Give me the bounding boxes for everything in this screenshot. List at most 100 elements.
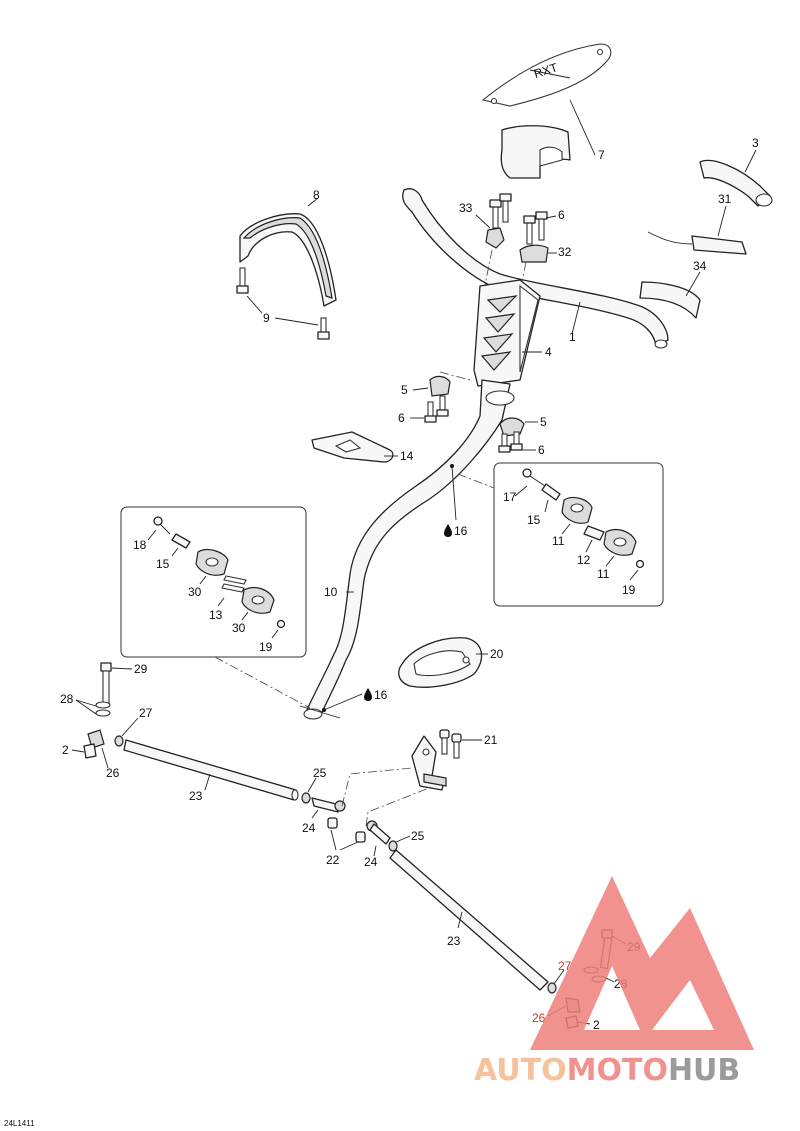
callout-16b: 16 <box>374 688 388 702</box>
callout-22: 22 <box>326 853 340 867</box>
leader-7 <box>569 99 596 156</box>
part-bearing-block-11-lower <box>603 529 637 556</box>
part-shim-13 <box>221 575 247 593</box>
alignment-line <box>341 767 413 807</box>
leader-9b <box>274 317 319 326</box>
leader-2a <box>71 749 85 753</box>
leader-19b <box>629 569 639 581</box>
callout-24a: 24 <box>302 821 316 835</box>
part-handlebar-pad <box>500 125 571 179</box>
leader-24a <box>311 809 319 819</box>
leader-30b <box>241 611 249 621</box>
callout-8: 8 <box>313 188 320 202</box>
callout-16a: 16 <box>454 524 468 538</box>
leader-22 <box>339 841 359 851</box>
leader-27b <box>553 969 565 985</box>
part-tie-rod-right <box>389 849 549 991</box>
part-nut-19-right <box>635 559 645 569</box>
callout-23a: 23 <box>189 789 203 803</box>
callout-27a: 27 <box>139 706 153 720</box>
callout-1: 1 <box>569 330 576 344</box>
leader-13 <box>217 597 225 607</box>
part-bearing-block-30-upper <box>195 548 229 576</box>
callout-7: 7 <box>598 148 605 162</box>
callout-6c: 6 <box>538 443 545 457</box>
callout-29a: 29 <box>134 662 148 676</box>
watermark-hub: HUB <box>668 1053 740 1088</box>
alignment-line <box>214 656 311 709</box>
part-tie-rod-left <box>123 739 299 801</box>
leader-17 <box>514 485 528 497</box>
callout-17: 17 <box>503 490 517 504</box>
callout-28a: 28 <box>60 692 74 706</box>
leader-9a <box>246 295 263 314</box>
alignment-line <box>457 473 495 489</box>
callout-30a: 30 <box>188 585 202 599</box>
automotohub-watermark: AUTOMOTOHUB <box>474 876 754 1088</box>
callout-19a: 19 <box>259 640 273 654</box>
leader-1 <box>571 301 581 335</box>
callout-34: 34 <box>693 259 707 273</box>
leader-31 <box>717 205 727 237</box>
callout-15b: 15 <box>527 513 541 527</box>
svg-text:AUTOMOTOHUB: AUTOMOTOHUB <box>474 1053 740 1088</box>
part-column-plate <box>311 431 394 463</box>
leader-18 <box>147 529 157 541</box>
part-handlebar-cover-plate: RXT <box>481 43 612 107</box>
leader-25b <box>395 835 411 843</box>
part-spacers-22 <box>327 817 366 843</box>
callout-23b: 23 <box>447 934 461 948</box>
callout-5a: 5 <box>401 383 408 397</box>
part-bolts-6-left <box>424 395 449 423</box>
part-bolt-9-right <box>317 317 330 340</box>
callout-31: 31 <box>718 192 732 206</box>
leader-3 <box>744 149 757 173</box>
leader-28b <box>605 977 615 983</box>
part-jam-nut-25-left <box>301 792 311 804</box>
callout-11a: 11 <box>552 534 565 548</box>
part-grip-handle <box>239 213 337 307</box>
part-clamp-5-right <box>499 417 525 437</box>
part-bolt-9-left <box>236 267 249 294</box>
part-steering-column <box>299 379 515 720</box>
callout-21: 21 <box>484 733 498 747</box>
drawing-code: 24L1411 <box>4 1119 35 1128</box>
part-nut-2-left <box>83 743 97 759</box>
lube-drop-icon <box>444 524 452 537</box>
callout-32: 32 <box>558 245 572 259</box>
callout-26b: 26 <box>532 1011 546 1025</box>
part-spacer-15-left <box>171 533 191 549</box>
leader-15a <box>171 547 179 557</box>
leader-11b <box>605 555 615 567</box>
leader-26a <box>101 747 109 769</box>
part-riser-block <box>473 279 541 387</box>
callout-10: 10 <box>324 585 338 599</box>
callout-30b: 30 <box>232 621 246 635</box>
leader-22 <box>330 829 337 851</box>
callout-15a: 15 <box>156 557 170 571</box>
part-bolt-29-left <box>100 662 112 706</box>
part-jam-nut-27-right <box>547 982 557 994</box>
callout-2b: 2 <box>593 1018 600 1032</box>
leader-33 <box>475 214 491 229</box>
part-washers-28-left <box>95 701 111 717</box>
part-bushing-12 <box>583 525 605 541</box>
callout-24b: 24 <box>364 855 378 869</box>
lube-drop-icon <box>364 688 372 701</box>
part-bolts-6-right <box>498 431 523 453</box>
leader-16a <box>451 465 457 521</box>
leader-15b <box>544 499 549 513</box>
callout-33: 33 <box>459 201 473 215</box>
leader-34 <box>685 271 701 297</box>
leader-27a <box>121 717 139 737</box>
callout-6a: 6 <box>558 208 565 222</box>
part-left-grip <box>639 281 701 319</box>
part-bolt-33 <box>485 199 505 249</box>
watermark-moto: MOTO <box>567 1053 668 1088</box>
part-bolts-21 <box>439 729 462 759</box>
part-bearing-block-30-lower <box>241 587 275 614</box>
callout-19b: 19 <box>622 583 636 597</box>
callout-18: 18 <box>133 538 147 552</box>
leader-12 <box>585 539 593 553</box>
callout-14: 14 <box>400 449 414 463</box>
